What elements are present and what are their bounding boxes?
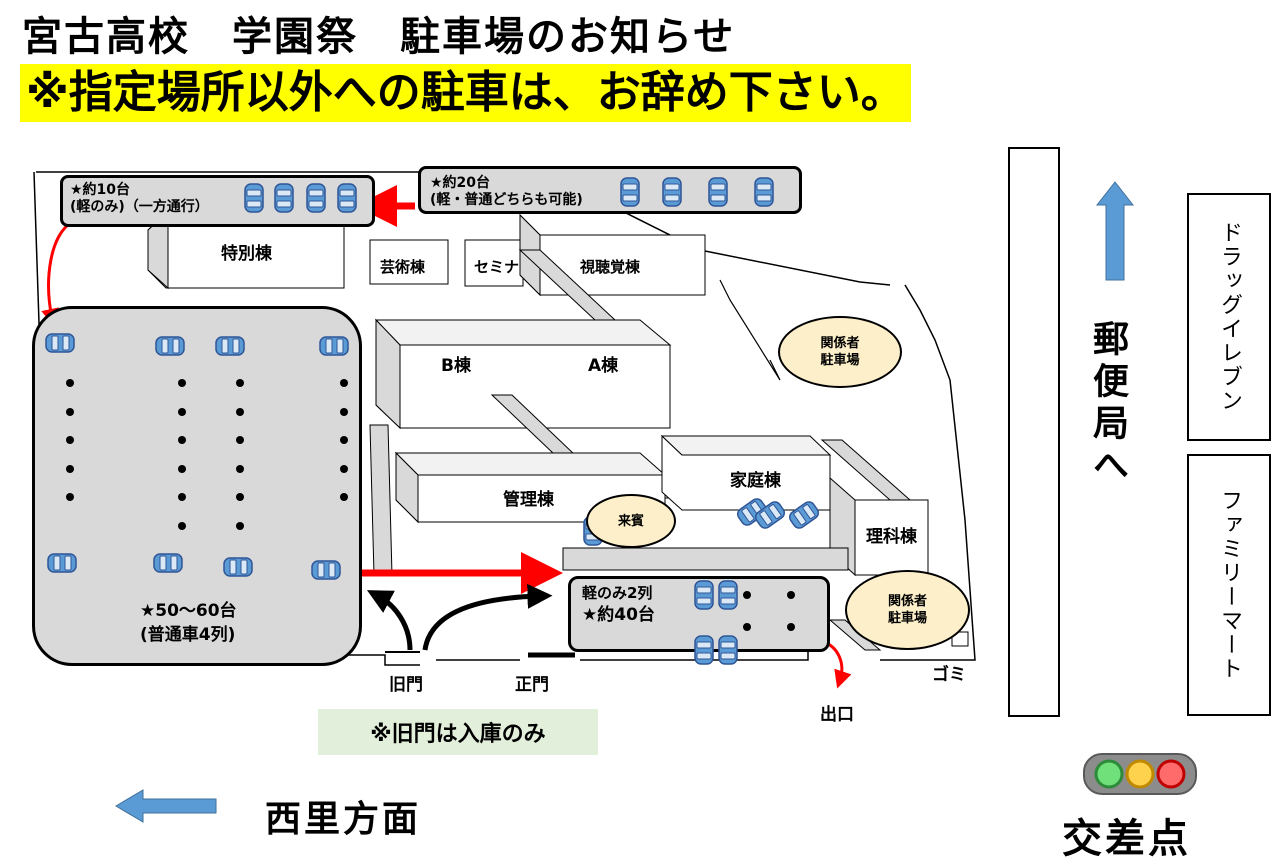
building-label: 家庭棟 xyxy=(730,471,781,491)
lot-kei-line1: 軽のみ2列 xyxy=(582,584,653,602)
lot-kei-line2: ★約40台 xyxy=(582,605,655,625)
parking-warning: ※指定場所以外への駐車は、お辞め下さい。 xyxy=(20,64,911,122)
post-office-label: 郵便局へ xyxy=(1087,320,1128,488)
lot-top-right-label: ★約20台 (軽・普通どちらも可能) xyxy=(430,175,583,208)
building-label: 理科棟 xyxy=(866,527,917,547)
staff-parking-top: 関係者 駐車場 xyxy=(778,316,902,388)
main-gate-label: 正門 xyxy=(515,675,549,695)
arrow-left-icon xyxy=(115,789,217,823)
entry-arrow xyxy=(422,583,553,651)
drugstore-label: ドラッグイレブン xyxy=(1187,193,1271,441)
building-label: セミナ xyxy=(474,258,520,276)
building-label: 芸術棟 xyxy=(380,258,426,276)
lot-big-left-note: (普通車4列) xyxy=(140,625,236,645)
road-strip xyxy=(1008,147,1060,717)
building-geijutsu xyxy=(369,239,449,285)
campus-outline xyxy=(33,171,976,666)
lot-top-left-label: ★約10台 (軽のみ)（一方通行） xyxy=(70,182,209,215)
staff-parking-bottom: 関係者 駐車場 xyxy=(845,570,970,650)
old-gate-label: 旧門 xyxy=(389,675,423,695)
walkway xyxy=(562,547,849,571)
traffic-light-icon xyxy=(1083,753,1197,795)
entry-arrow xyxy=(366,590,413,651)
old-gate-note: ※旧門は入庫のみ xyxy=(318,709,598,755)
exit-label: 出口 xyxy=(820,705,854,725)
garbage-label: ゴミ xyxy=(932,665,966,685)
guest-parking: 来賓 xyxy=(586,494,676,548)
building-shichokaku xyxy=(519,213,706,297)
building-katei xyxy=(660,434,832,511)
lot-big-left xyxy=(32,306,362,666)
building-semina xyxy=(464,239,524,287)
arrow-up-icon xyxy=(1095,181,1135,281)
building-label: 視聴覚棟 xyxy=(580,258,641,276)
building-label: 特別棟 xyxy=(221,244,272,264)
garbage-box xyxy=(951,631,969,647)
building-label: B棟 xyxy=(441,356,471,376)
page-title: 宮古高校 学園祭 駐車場のお知らせ xyxy=(22,14,736,60)
flow-arrow xyxy=(41,220,73,327)
building-ab xyxy=(374,318,672,430)
intersection-label: 交差点 xyxy=(1062,816,1191,862)
building-label: A棟 xyxy=(588,356,619,376)
lot-big-left-count: ★50～60台 xyxy=(140,601,237,621)
familymart-label: ファミリーマート xyxy=(1187,454,1271,716)
lot-top-right xyxy=(418,166,802,214)
building-label: 管理棟 xyxy=(503,490,554,510)
nishisato-label: 西里方面 xyxy=(265,799,422,840)
